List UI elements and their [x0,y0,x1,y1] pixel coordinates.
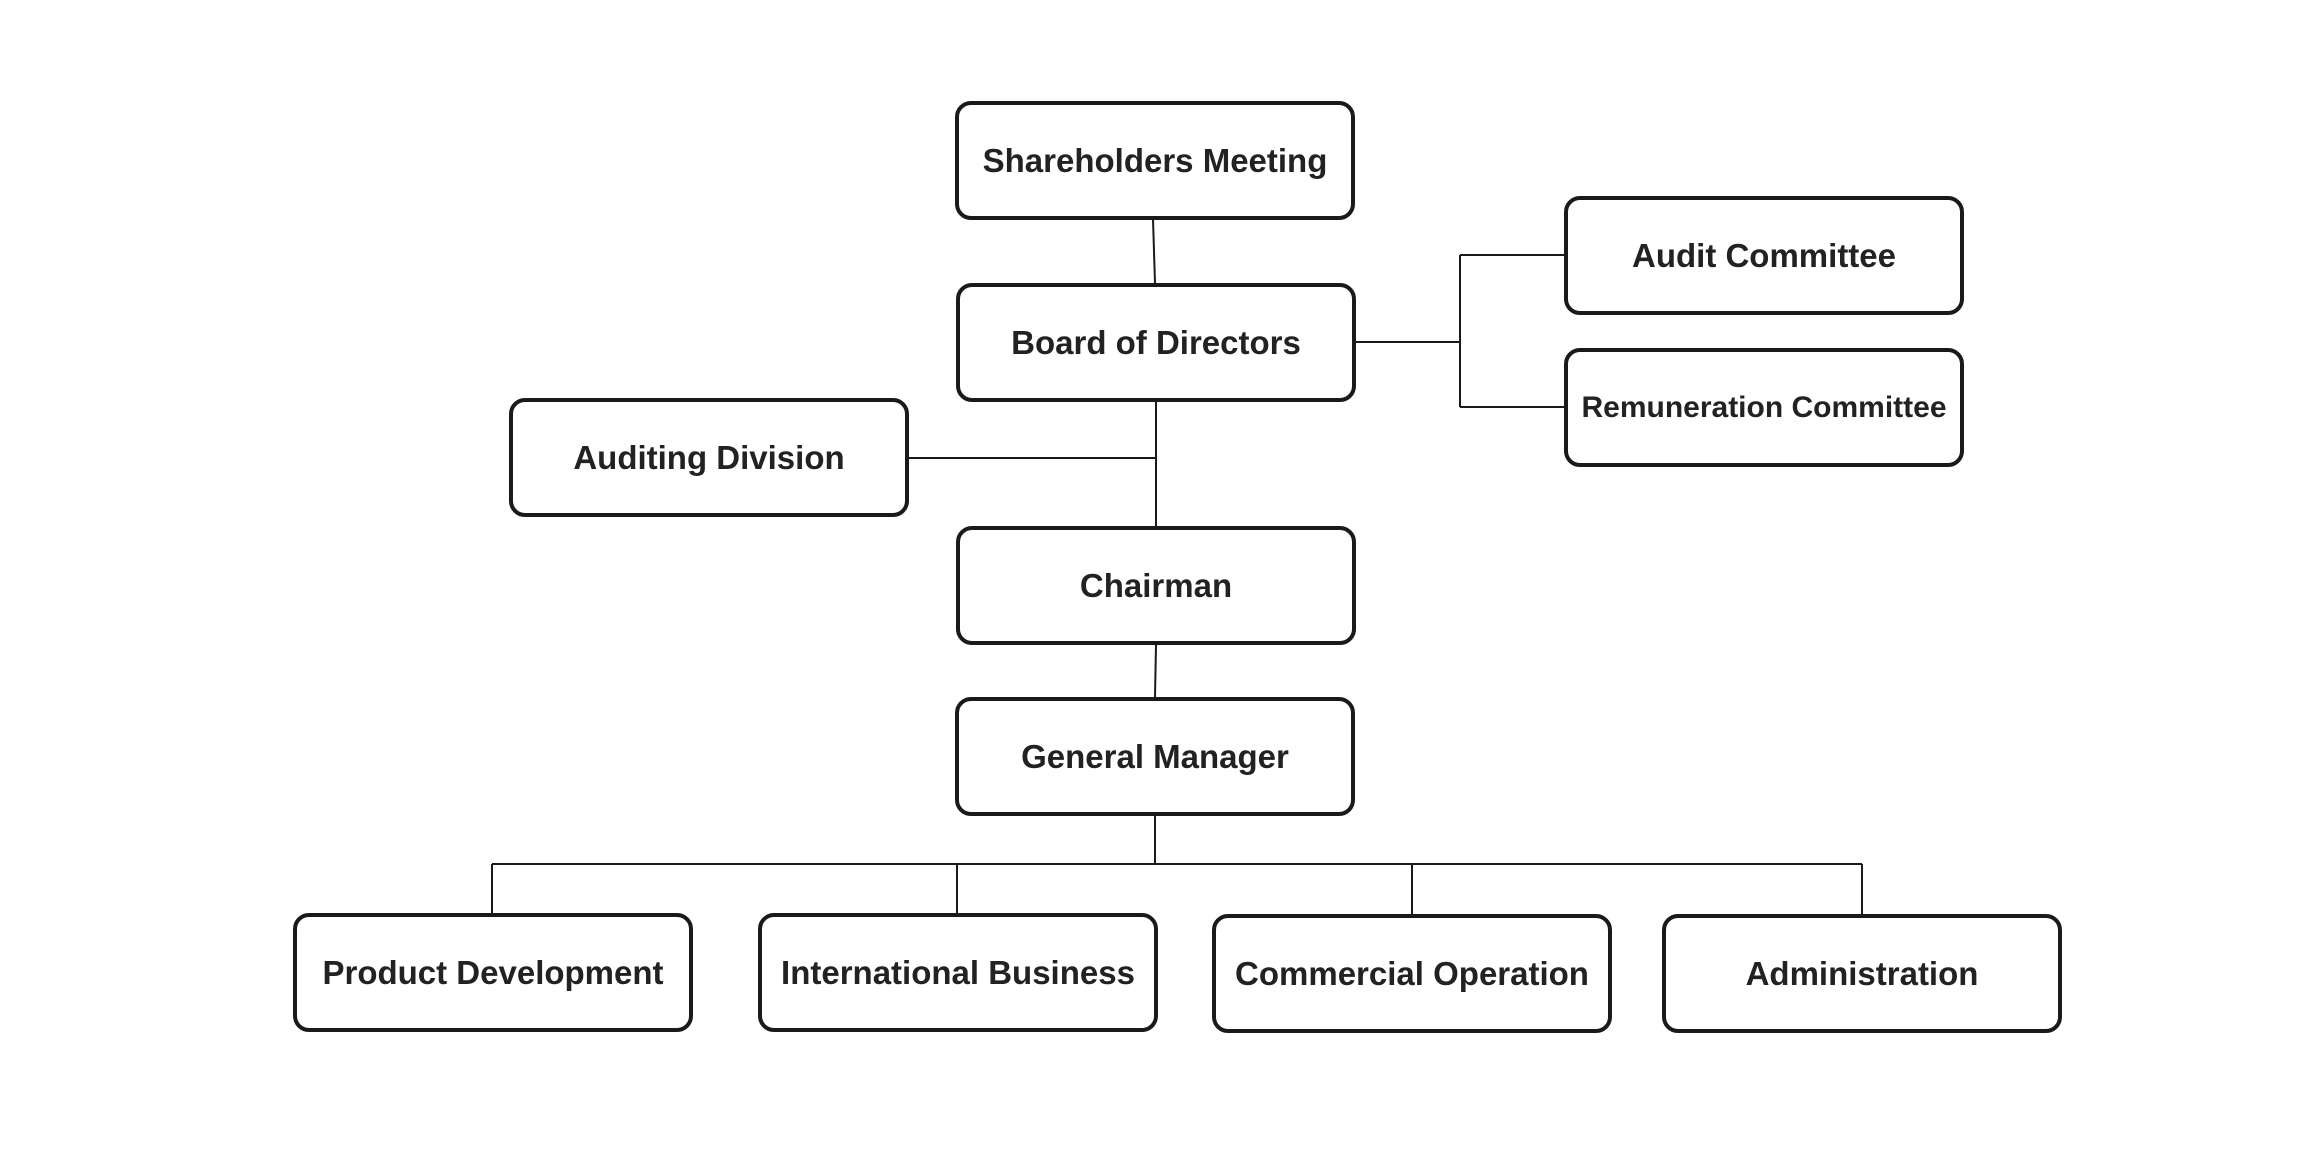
node-international-business: International Business [758,913,1158,1032]
node-general-manager: General Manager [955,697,1355,816]
node-auditing-division: Auditing Division [509,398,909,517]
node-administration: Administration [1662,914,2062,1033]
edge-chairman-general-manager [1154,644,1157,698]
node-board-of-directors: Board of Directors [956,283,1356,402]
node-commercial-operation: Commercial Operation [1212,914,1612,1033]
node-remuneration-committee: Remuneration Committee [1564,348,1964,467]
node-chairman: Chairman [956,526,1356,645]
node-audit-committee: Audit Committee [1564,196,1964,315]
node-shareholders-meeting: Shareholders Meeting [955,101,1355,220]
edge-shareholders-board [1152,218,1156,284]
node-product-development: Product Development [293,913,693,1032]
